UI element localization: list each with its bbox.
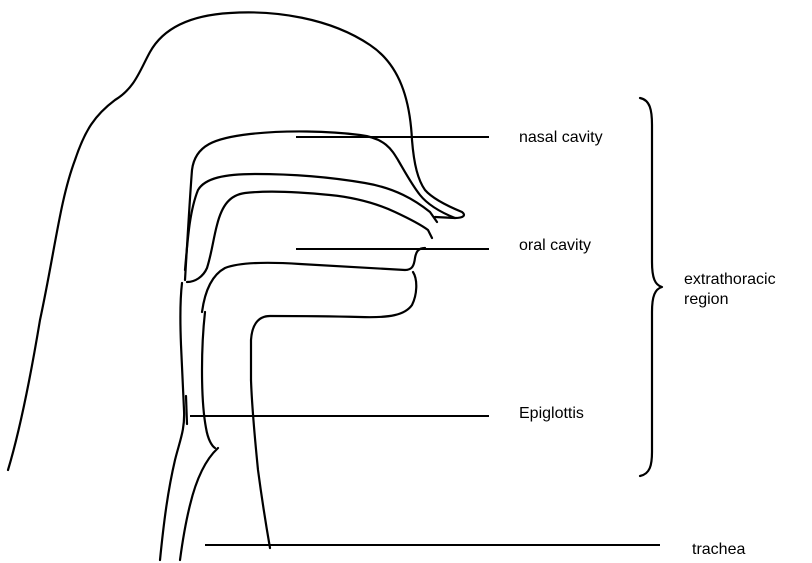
nasal-cavity-label: nasal cavity [519,129,603,146]
extrathoracic-region-label-line2: region [684,291,728,308]
epiglottis-structure [186,396,187,424]
tongue-contour [202,248,425,312]
pharynx-front-wall [202,312,215,448]
oral-cavity-label: oral cavity [519,237,591,254]
nasal-passage-inner [185,174,437,270]
chin-outline [251,272,416,380]
extrathoracic-region-label-line1: extrathoracic [684,271,776,288]
trachea-label: trachea [692,541,745,558]
trachea-back-wall [180,448,218,560]
epiglottis-label: Epiglottis [519,405,584,422]
extrathoracic-region-brace [640,98,662,476]
pharynx-back-wall [160,283,184,560]
trachea-front-wall [251,380,270,548]
head-outline [8,12,464,470]
